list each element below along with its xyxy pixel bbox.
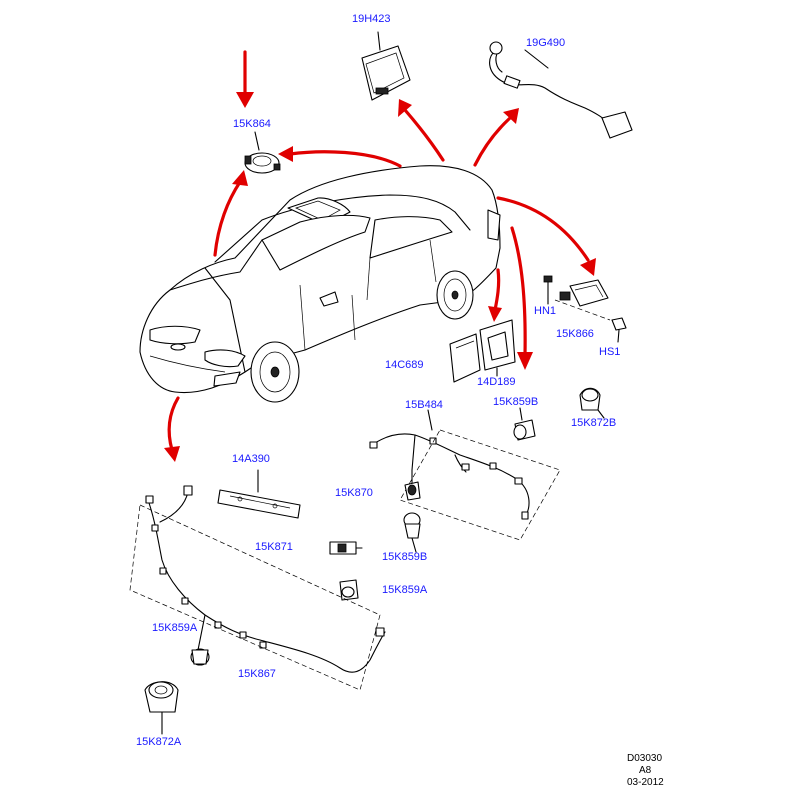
label-15K872B: 15K872B — [571, 417, 616, 429]
label-15K859A-right: 15K859A — [382, 584, 428, 596]
bezel-15K872A — [144, 681, 179, 735]
label-HN1: HN1 — [534, 305, 556, 317]
module-14C689 — [449, 333, 481, 383]
label-19H423: 19H423 — [352, 13, 391, 25]
label-19G490: 19G490 — [526, 37, 565, 49]
drawing-date: 03-2012 — [627, 777, 664, 788]
drawing-code: D03030 — [627, 753, 662, 764]
sensor-15K859B-top — [513, 407, 536, 441]
module-19H423 — [361, 31, 411, 101]
label-14A390: 14A390 — [232, 453, 270, 465]
module-15K866 — [554, 279, 611, 321]
sensor-15K870 — [404, 481, 421, 501]
label-15K866: 15K866 — [556, 328, 594, 340]
screw-HS1 — [611, 317, 627, 343]
part-labels: 19H423 19G490 15K864 HN1 15K866 HS1 14C6… — [136, 13, 620, 748]
label-15K859B-top: 15K859B — [493, 396, 538, 408]
label-15K867: 15K867 — [238, 668, 276, 680]
bracket-14A390 — [217, 469, 301, 519]
bracket-14D189 — [479, 319, 516, 377]
drawing-reference: D03030 A8 03-2012 — [627, 753, 664, 788]
sensor-15K871 — [329, 541, 363, 555]
label-14D189: 14D189 — [477, 376, 516, 388]
label-15K872A: 15K872A — [136, 736, 182, 748]
label-14C689: 14C689 — [385, 359, 424, 371]
label-15K859B-mid: 15K859B — [382, 551, 427, 563]
sensor-15K864 — [244, 131, 281, 174]
harness-15K867 — [129, 485, 386, 691]
front-wheel — [250, 341, 300, 403]
bezel-15K872B — [579, 387, 605, 419]
harness-19G490 — [489, 41, 633, 139]
callout-arrows — [164, 50, 596, 462]
label-15B484: 15B484 — [405, 399, 443, 411]
drawing-revision: A8 — [639, 765, 652, 776]
label-15K859A-left: 15K859A — [152, 622, 198, 634]
sensor-15K859A-left — [190, 648, 210, 666]
label-15K871: 15K871 — [255, 541, 293, 553]
screw-HN1 — [543, 275, 553, 305]
sensor-15K859B-mid — [403, 512, 421, 553]
label-15K870: 15K870 — [335, 487, 373, 499]
car-illustration — [139, 165, 501, 403]
sensor-15K859A-right — [339, 579, 359, 601]
label-HS1: HS1 — [599, 346, 620, 358]
rear-wheel — [436, 270, 474, 320]
harness-15B484 — [369, 409, 561, 541]
label-15K864: 15K864 — [233, 118, 271, 130]
